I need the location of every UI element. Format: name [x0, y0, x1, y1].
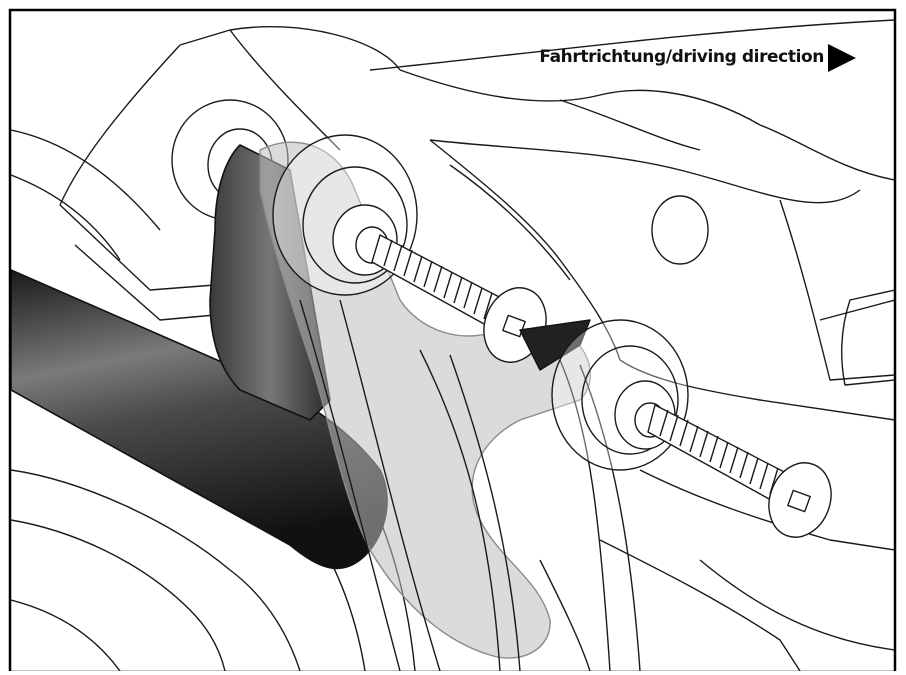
frame-contour-line: [11, 599, 121, 671]
frame-contour-line: [11, 129, 161, 231]
frame-contour-line: [179, 26, 401, 71]
bracket-edge: [339, 299, 441, 671]
frame-contour-line: [819, 299, 895, 321]
lower-bolt-head: [768, 462, 832, 538]
frame-contour-line: [399, 69, 761, 126]
bracket-edge: [559, 359, 611, 671]
play-triangle-icon: [828, 44, 856, 72]
frame-contour-line: [449, 164, 571, 281]
frame-contour-line: [599, 539, 801, 671]
frame-contour-line: [429, 139, 861, 204]
upper-bolt-thread: [371, 234, 506, 331]
frame-contour-line: [779, 199, 895, 381]
frame-contour-line: [11, 469, 301, 671]
lower-bolt-thread: [647, 404, 791, 506]
upper-washer-mid: [302, 166, 408, 284]
frame-contour-line: [429, 139, 621, 361]
bracket-edge: [419, 349, 501, 671]
bracket-edge: [579, 364, 641, 671]
frame-contour-line: [11, 174, 121, 261]
frame-hole: [651, 195, 709, 265]
frame-contour-line: [11, 519, 226, 671]
lower-bolt-hex-socket: [787, 489, 811, 513]
bracket-edge: [299, 299, 401, 671]
driving-direction-label: Fahrtrichtung/driving direction: [539, 47, 824, 67]
lower-washer-mid: [581, 345, 679, 455]
frame-contour-line: [759, 124, 895, 181]
frame-contour-line: [229, 29, 341, 151]
frame-contour-line: [329, 559, 366, 671]
mounting-plate: [209, 144, 331, 421]
frame-contour-line: [539, 559, 591, 671]
frame-bracket: [841, 289, 895, 386]
frame-contour-line: [639, 469, 895, 551]
frame-contour-line: [559, 99, 701, 151]
frame-contour-line: [74, 244, 216, 321]
footrest-bracket: [259, 141, 591, 659]
frame-contour-line: [699, 559, 895, 651]
bracket-edge: [449, 354, 521, 671]
frame-contour-line: [59, 204, 216, 291]
frame-contour-line: [59, 44, 181, 206]
frame-contour-line: [619, 359, 895, 421]
spacer-plate: [519, 319, 591, 371]
frame-contour-line: [369, 19, 895, 71]
